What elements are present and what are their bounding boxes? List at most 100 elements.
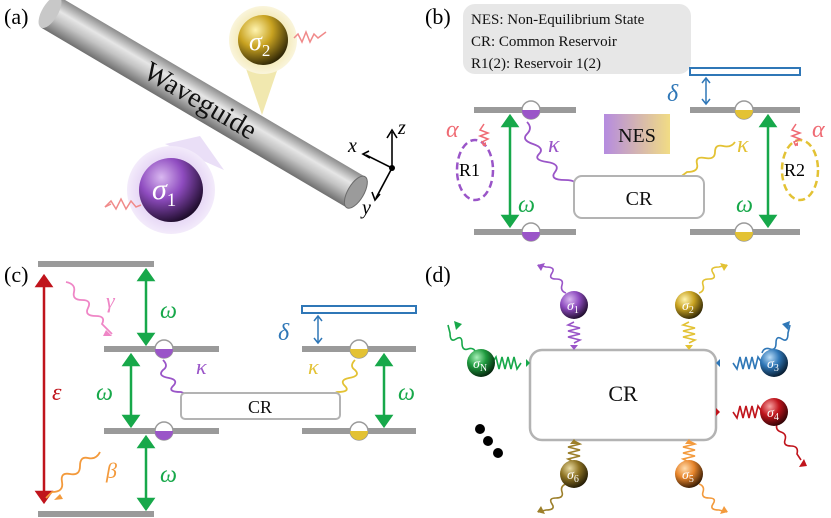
link-wave-2 <box>680 321 698 344</box>
svg-text:σ5: σ5 <box>682 468 694 485</box>
emission-wave-6 <box>537 483 567 513</box>
r1-label: R1 <box>459 160 480 180</box>
alpha-label-left: α <box>446 117 459 143</box>
svg-text:σ2: σ2 <box>682 299 694 316</box>
emission-wave-1 <box>537 264 567 294</box>
panel-c: (c) ε γ β <box>4 261 417 517</box>
omega-label-c-top: ω <box>160 298 177 324</box>
link-wave-4 <box>732 404 763 420</box>
omega-label-c-mid: ω <box>96 380 113 406</box>
kappa-wave-c-right <box>328 359 358 397</box>
omega-arrow-b-left <box>500 113 520 229</box>
svg-text:σN: σN <box>473 357 487 374</box>
alpha-wave-right <box>789 123 803 147</box>
axis-x-label: x <box>347 135 357 157</box>
legend-reservoir: R1(2): Reservoir 1(2) <box>471 56 601 72</box>
omega-arrow-c-mid <box>121 352 141 429</box>
beta-wave <box>45 451 101 499</box>
population-c-upper <box>154 339 174 359</box>
population-c-right-upper <box>349 339 369 359</box>
alpha-wave-left <box>477 123 491 147</box>
atom-sigma-n: σN <box>467 349 495 377</box>
population-c-right-lower <box>349 421 369 441</box>
detuned-level-b <box>689 67 801 76</box>
kappa-label-c-right: κ <box>308 354 319 379</box>
legend-box <box>463 4 691 74</box>
population-b-left-upper <box>521 100 541 120</box>
omega-label-b-right: ω <box>736 192 753 218</box>
coordinate-axes <box>361 128 398 202</box>
omega-label-c-right: ω <box>398 380 415 406</box>
delta-label-c: δ <box>278 320 290 346</box>
ellipsis-dot <box>475 424 485 434</box>
link-wave-1 <box>565 321 583 344</box>
panel-a-label: (a) <box>4 4 28 29</box>
link-wave-5 <box>680 440 698 463</box>
emission-wave-n <box>447 324 477 354</box>
kappa-label-c-left: κ <box>196 354 207 379</box>
svg-text:σ6: σ6 <box>567 468 579 485</box>
panel-b-label: (b) <box>425 4 451 29</box>
axis-y-label: y <box>360 197 371 219</box>
nes-label: NES <box>618 125 656 147</box>
cr-label-d: CR <box>608 381 638 406</box>
r2-label: R2 <box>784 160 805 180</box>
link-arrowheads <box>526 345 720 444</box>
emission-wave-4 <box>775 423 802 461</box>
svg-text:σ1: σ1 <box>567 299 579 316</box>
alpha-label-right: α <box>812 117 825 143</box>
atom-sigma-1: σ1 <box>560 291 588 319</box>
common-reservoir-c <box>180 392 341 420</box>
emission-wave-3 <box>761 324 791 354</box>
waveguide-label: Waveguide <box>138 56 262 146</box>
atom1-sphere <box>139 158 203 222</box>
delta-arrow-b <box>701 76 711 106</box>
atom2-sphere <box>238 15 288 65</box>
omega-arrow-c-right <box>374 352 394 429</box>
omega-arrow-b-right <box>758 113 778 229</box>
nes-box <box>604 114 670 154</box>
kappa-wave-c-left <box>160 359 192 397</box>
atom-sigma-4: σ4 <box>760 398 788 426</box>
reservoir-r1 <box>455 138 495 202</box>
legend-cr: CR: Common Reservoir <box>471 34 617 50</box>
axis-z-label: z <box>397 117 406 139</box>
common-reservoir-d <box>528 348 718 442</box>
svg-text:σ3: σ3 <box>767 357 779 374</box>
panel-d: (d) CR <box>425 262 807 514</box>
link-wave-n <box>491 355 522 371</box>
epsilon-arrow <box>34 273 54 505</box>
gamma-label: γ <box>106 288 116 313</box>
delta-arrow-c <box>313 314 323 345</box>
atom2-label: σ2 <box>249 27 270 60</box>
cr-label-b: CR <box>626 188 653 210</box>
panel-c-label: (c) <box>4 262 28 287</box>
omega-arrow-c-bot <box>136 434 156 512</box>
delta-label-b: δ <box>667 81 679 107</box>
population-b-right-lower <box>734 222 754 242</box>
panel-a: (a) Waveguide σ2 σ1 z x y <box>4 0 406 234</box>
common-reservoir-b <box>573 175 705 219</box>
atom2-cone <box>243 60 280 115</box>
atom2-emission-wave <box>293 29 327 44</box>
population-b-left-lower <box>521 222 541 242</box>
ellipsis-dot <box>493 448 503 458</box>
epsilon-label: ε <box>52 380 62 406</box>
svg-text:σ4: σ4 <box>767 406 779 423</box>
kappa-label-b-left: κ <box>548 132 560 158</box>
omega-label-c-bot: ω <box>160 462 177 488</box>
reservoir-r2 <box>780 138 820 202</box>
panel-b: (b) NES: Non-Equilibrium State CR: Commo… <box>425 4 825 242</box>
omega-label-b-left: ω <box>518 192 535 218</box>
ellipsis-dot <box>483 436 493 446</box>
atom-sigma-3: σ3 <box>760 349 788 377</box>
panel-d-label: (d) <box>425 262 451 287</box>
detuned-level-c <box>301 305 417 314</box>
gamma-wave <box>65 281 113 335</box>
link-wave-3 <box>732 355 763 371</box>
atom1-label: σ1 <box>152 173 176 211</box>
atom-sigma-5: σ5 <box>675 460 703 488</box>
cr-label-c: CR <box>248 397 272 417</box>
